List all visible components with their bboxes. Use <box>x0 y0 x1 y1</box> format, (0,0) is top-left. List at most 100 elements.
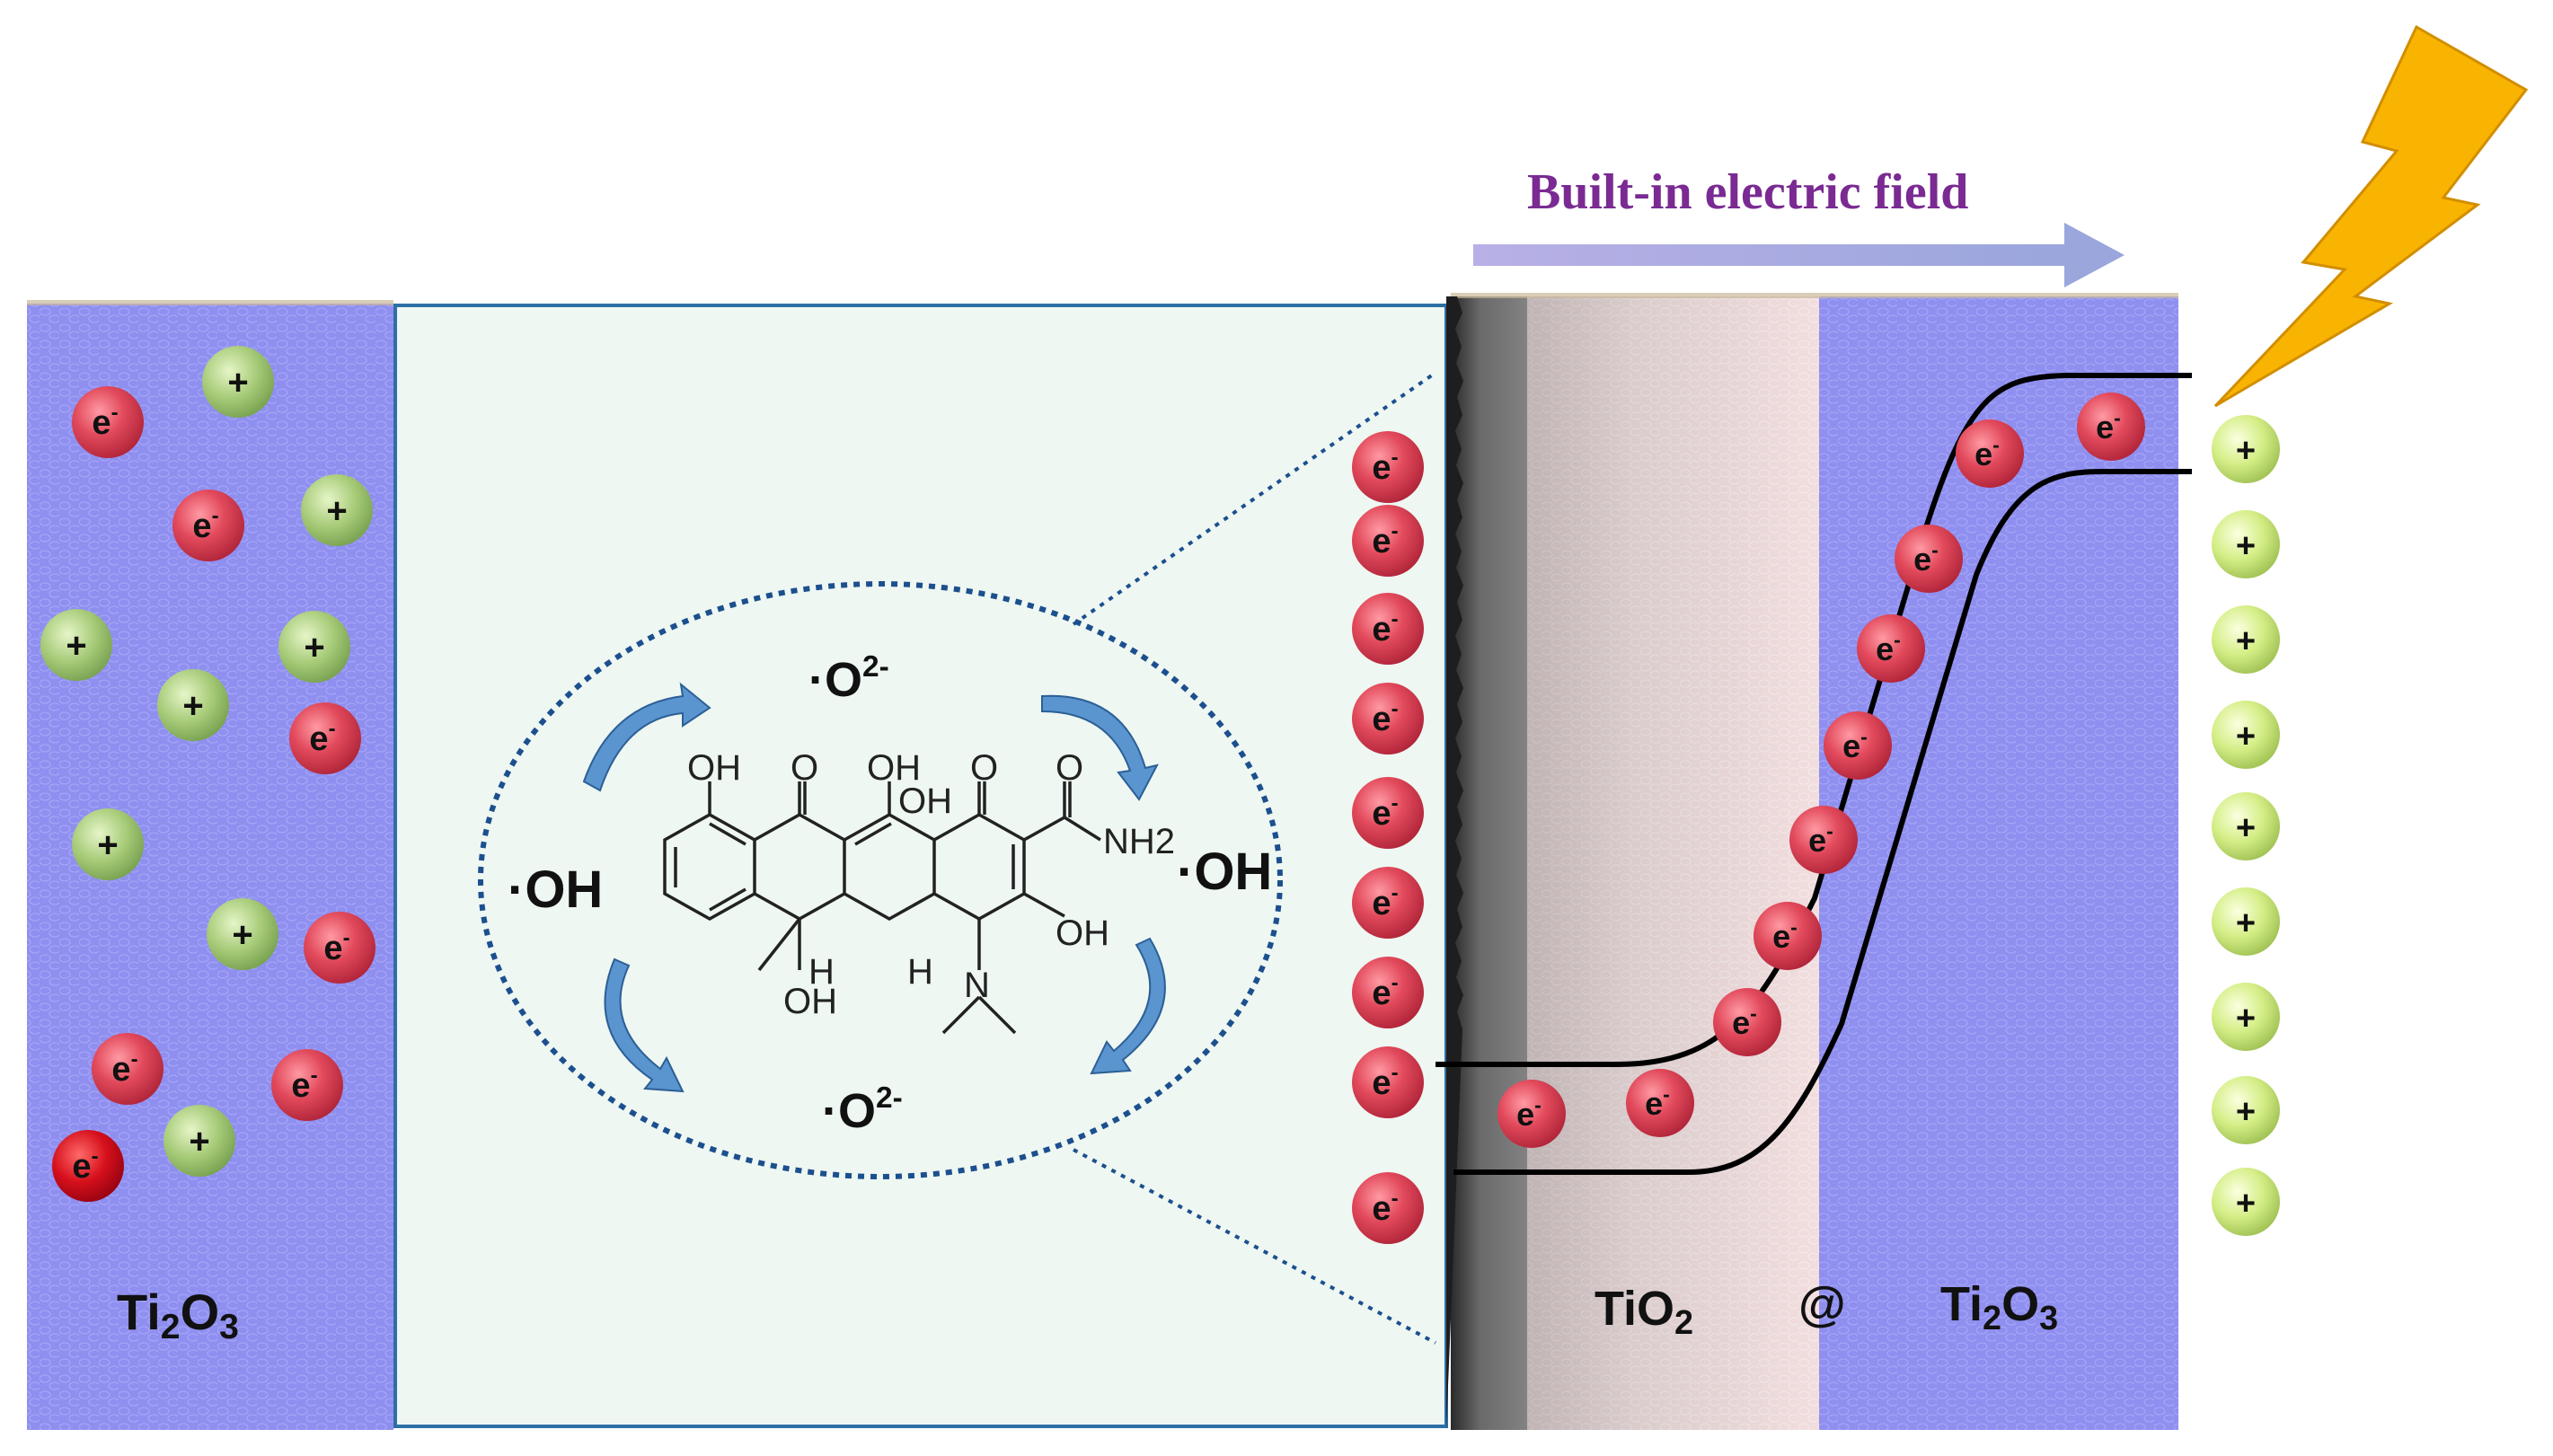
heterojunction-block <box>1446 293 2178 1430</box>
hole-icon: + <box>301 474 373 546</box>
electron-icon: e- <box>1352 1172 1424 1244</box>
electron-icon: e- <box>1352 777 1424 849</box>
electron-icon: e- <box>271 1049 343 1121</box>
svg-text:+: + <box>2236 1093 2256 1131</box>
layer-labels: Ti2O3 TiO2 @ Ti2O3 <box>117 1277 2058 1346</box>
svg-text:e-: e- <box>1372 519 1398 560</box>
svg-text:e-: e- <box>1913 538 1939 578</box>
svg-text:+: + <box>2236 527 2256 565</box>
curved-arrow-icon <box>1090 937 1166 1075</box>
svg-text:+: + <box>2236 809 2256 847</box>
field-arrow-label: Built-in electric field <box>1527 164 1968 220</box>
svg-text:H: H <box>907 952 933 992</box>
hole-icon: + <box>202 346 274 418</box>
svg-text:OH: OH <box>783 982 837 1021</box>
svg-text:e-: e- <box>309 717 335 758</box>
electron-icon: e- <box>1956 419 2024 488</box>
svg-text:+: + <box>2236 718 2256 755</box>
hole-icon: + <box>2212 1168 2280 1236</box>
hole-icon: + <box>278 611 350 683</box>
molecule-atom-labels: OH O OH O O OH NH2 OH H H OH N <box>687 748 1175 1021</box>
hole-icon: + <box>2212 605 2280 674</box>
charge-carriers: e-e-e-e-e-e-e- + + + + + + + + e-e-e-e-e-e-e-e-e-… <box>40 346 2280 1244</box>
svg-text:N: N <box>964 966 990 1005</box>
svg-text:+: + <box>66 626 86 666</box>
svg-text:+: + <box>232 915 252 955</box>
electron-icon: e- <box>1497 1080 1566 1148</box>
svg-text:e-: e- <box>1732 1002 1757 1041</box>
hole-icon: + <box>72 808 144 880</box>
svg-text:e-: e- <box>323 926 349 967</box>
hole-icon: + <box>40 609 112 681</box>
electron-icon: e- <box>1857 614 1925 683</box>
field-arrow <box>1473 223 2125 287</box>
electron-icon: e- <box>72 386 144 458</box>
svg-text:H: H <box>808 952 835 992</box>
svg-text:e-: e- <box>1372 881 1398 922</box>
radical-o2-bottom: ·O2- <box>822 1081 903 1138</box>
svg-text:e-: e- <box>1372 446 1398 487</box>
svg-text:e-: e- <box>1372 1187 1398 1228</box>
svg-text:O: O <box>791 748 818 788</box>
svg-text:e-: e- <box>1372 1061 1398 1102</box>
svg-text:e-: e- <box>72 1144 98 1186</box>
zoom-lines <box>1072 371 1437 1345</box>
svg-text:+: + <box>2236 432 2256 470</box>
radical-oh-left: ·OH <box>508 860 603 919</box>
svg-text:e-: e- <box>291 1063 317 1105</box>
hole-icon: + <box>2212 983 2280 1051</box>
electron-icon: e- <box>1789 806 1858 874</box>
electron-icon: e- <box>1352 593 1424 665</box>
zoom-panel <box>393 304 1448 1428</box>
radical-o2-top: ·O2- <box>808 650 889 707</box>
svg-text:OH: OH <box>898 781 952 821</box>
electron-icon: e- <box>1895 525 1963 593</box>
svg-text:NH2: NH2 <box>1103 822 1175 861</box>
electron-icon: e- <box>1352 867 1424 939</box>
hole-icon: + <box>2212 701 2280 769</box>
svg-text:e-: e- <box>111 1047 137 1089</box>
electron-icon: e- <box>304 912 375 984</box>
reaction-zone-ellipse <box>478 581 1283 1179</box>
hole-icon: + <box>207 898 278 970</box>
svg-text:e-: e- <box>1516 1093 1542 1133</box>
svg-text:e-: e- <box>1808 819 1833 859</box>
svg-text:e-: e- <box>1772 915 1798 955</box>
svg-text:+: + <box>97 825 118 865</box>
electron-icon: e- <box>52 1130 124 1202</box>
electron-icon: e- <box>1713 988 1781 1056</box>
svg-text:+: + <box>227 363 248 402</box>
svg-text:e-: e- <box>1876 628 1901 667</box>
hole-icon: + <box>157 669 229 741</box>
radical-oh-right: ·OH <box>1177 843 1272 901</box>
electron-icon: e- <box>1626 1069 1694 1137</box>
electron-icon: e- <box>1352 505 1424 577</box>
svg-text:e-: e- <box>1372 971 1398 1012</box>
svg-text:+: + <box>2236 1185 2256 1222</box>
tio2-label: TiO2 <box>1595 1282 1693 1342</box>
svg-text:+: + <box>326 491 347 531</box>
svg-text:e-: e- <box>92 401 118 442</box>
svg-text:+: + <box>182 686 203 726</box>
electron-icon: e- <box>1754 902 1822 970</box>
svg-text:OH: OH <box>867 748 921 788</box>
left-layer-label: Ti2O3 <box>117 1284 239 1346</box>
lightning-bolt-icon <box>2213 24 2529 408</box>
svg-text:OH: OH <box>687 748 741 788</box>
svg-text:e-: e- <box>1372 697 1398 738</box>
electron-icon: e- <box>92 1033 163 1105</box>
svg-text:e-: e- <box>1842 725 1868 764</box>
curved-arrow-icon <box>582 682 711 792</box>
radical-labels: ·O2- ·O2- ·OH ·OH <box>508 650 1272 1138</box>
svg-text:O: O <box>970 748 998 788</box>
curved-arrow-icon <box>1041 694 1159 801</box>
electron-icon: e- <box>1352 683 1424 754</box>
svg-text:+: + <box>189 1122 209 1161</box>
electron-icon: e- <box>172 490 244 561</box>
svg-text:O: O <box>1056 748 1083 788</box>
svg-text:e-: e- <box>1974 433 2000 472</box>
electron-icon: e- <box>2077 393 2145 461</box>
hole-icon: + <box>2212 510 2280 578</box>
hole-icon: + <box>2212 887 2280 956</box>
electron-icon: e- <box>289 702 361 774</box>
